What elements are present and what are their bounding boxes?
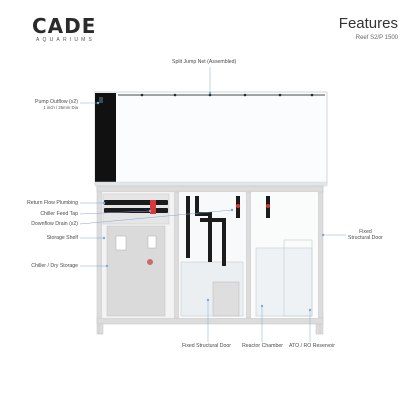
page-title: Features [338, 15, 398, 32]
leader-lines [79, 67, 346, 342]
tank-base-trim [94, 181, 328, 187]
label-pump-outflow: Pump Outflow (x2) 1 inch / 25mm Dia [35, 99, 78, 111]
label-chiller-dry-storage: Chiller / Dry Storage [31, 263, 78, 269]
chiller-indicator [147, 259, 153, 265]
label-chiller-feed-tap: Chiller Feed Tap [40, 211, 78, 217]
brand-logo: CADE AQUARIUMS [32, 16, 96, 43]
return-flow-pipe [104, 200, 168, 205]
leader-dots [96, 91, 325, 312]
chiller-feed-pipe [104, 208, 168, 213]
label-fixed-structural-door-right: Fixed Structural Door [348, 229, 383, 241]
label-split-jump-net: Split Jump Net (Assembled) [172, 59, 237, 65]
label-ato-ro-reservoir: ATO / RO Reservoir [289, 343, 335, 349]
chiller-outlet [115, 235, 127, 251]
brand-tagline: AQUARIUMS [36, 37, 96, 43]
downflow-valves [236, 196, 270, 218]
label-reactor-chamber: Reactor Chamber [242, 343, 283, 349]
label-return-flow-plumbing: Return Flow Plumbing [26, 200, 78, 206]
light-clips [140, 93, 314, 97]
pump-outflow-nozzle [99, 97, 103, 103]
label-pump-outflow-size: 1 inch / 25mm Dia [43, 105, 78, 110]
brand-name: CADE [32, 14, 97, 38]
display-tank [94, 91, 328, 185]
chiller-unit [106, 225, 166, 317]
reactor-chamber-box [212, 281, 240, 317]
ro-reservoir [283, 239, 313, 317]
chiller-inlet [147, 235, 157, 249]
plumbing [186, 196, 226, 266]
chiller-feed-valve [150, 200, 156, 214]
label-fixed-structural-door-bottom: Fixed Structural Door [182, 343, 232, 349]
label-downflow-drain: Downflow Drain (x2) [31, 221, 78, 227]
overflow-box [95, 93, 116, 182]
label-storage-shelf: Storage Shelf [46, 235, 78, 241]
page-header: Features Reef S2/P 1500 [338, 15, 398, 42]
label-pump-outflow-text: Pump Outflow (x2) [35, 99, 78, 105]
model-name: Reef S2/P 1500 [355, 35, 398, 41]
